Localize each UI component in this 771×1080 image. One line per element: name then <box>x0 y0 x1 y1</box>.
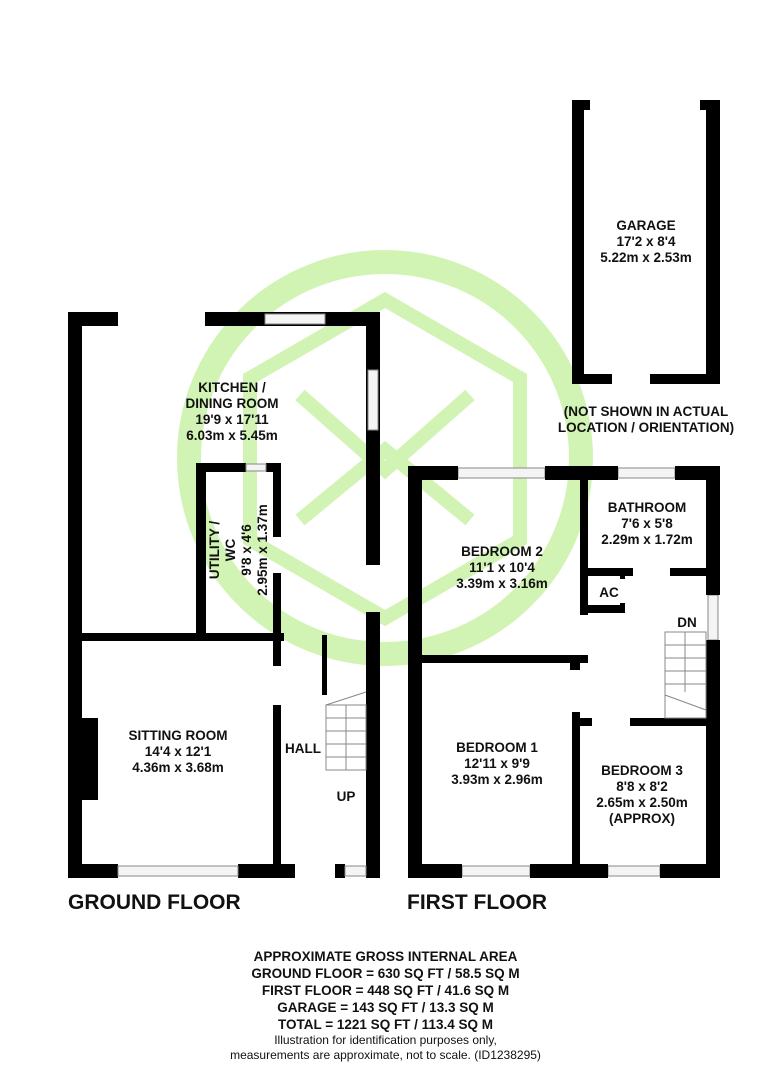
garage-walls <box>572 100 720 384</box>
room-name: SITTING ROOM <box>128 728 228 743</box>
room-name: BEDROOM 2 <box>461 544 543 559</box>
room-metric: 2.95m x 1.37m <box>255 504 270 596</box>
area-first: FIRST FLOOR = 448 SQ FT / 41.6 SQ M <box>261 983 510 998</box>
hall-label: HALL <box>285 741 321 756</box>
airing-cupboard-label: AC <box>599 585 619 600</box>
room-name: KITCHEN / <box>198 380 266 395</box>
room-metric: 6.03m x 5.45m <box>186 428 278 443</box>
room-metric: 2.65m x 2.50m <box>596 795 688 810</box>
note-line: (NOT SHOWN IN ACTUAL <box>563 404 729 419</box>
disclaimer: measurements are approximate, not to sca… <box>230 1048 541 1062</box>
area-ground: GROUND FLOOR = 630 SQ FT / 58.5 SQ M <box>251 966 520 981</box>
utility-wc-label: UTILITY / WC 9'8 x 4'6 2.95m x 1.37m <box>207 504 271 596</box>
kitchen-dining-room-label: KITCHEN / DINING ROOM 19'9 x 17'11 6.03m… <box>186 380 279 444</box>
room-imperial: 12'11 x 9'9 <box>464 756 530 771</box>
room-imperial: 14'4 x 12'1 <box>144 744 212 759</box>
room-metric: 5.22m x 2.53m <box>600 250 692 265</box>
garage-location-note: (NOT SHOWN IN ACTUAL LOCATION / ORIENTAT… <box>558 404 734 436</box>
room-name: DINING ROOM <box>185 396 279 411</box>
room-name: BEDROOM 1 <box>456 740 538 755</box>
bathroom-label: BATHROOM 7'6 x 5'8 2.29m x 1.72m <box>601 500 693 548</box>
ground-stairs <box>325 691 367 771</box>
area-heading: APPROXIMATE GROSS INTERNAL AREA <box>253 949 518 964</box>
area-garage: GARAGE = 143 SQ FT / 13.3 SQ M <box>277 1000 494 1015</box>
room-name: WC <box>223 538 238 562</box>
room-note: (APPROX) <box>608 811 676 826</box>
garage-label: GARAGE 17'2 x 8'4 5.22m x 2.53m <box>600 218 692 266</box>
ground-floor-title: GROUND FLOOR <box>68 891 241 914</box>
bedroom-3-label: BEDROOM 3 8'8 x 8'2 2.65m x 2.50m (APPRO… <box>596 763 688 827</box>
first-floor-title: FIRST FLOOR <box>407 891 547 914</box>
gross-area-summary: APPROXIMATE GROSS INTERNAL AREA GROUND F… <box>0 948 771 1063</box>
first-stairs <box>664 631 707 719</box>
room-imperial: 8'8 x 8'2 <box>616 779 668 794</box>
room-imperial: 9'8 x 4'6 <box>239 524 254 576</box>
room-imperial: 19'9 x 17'11 <box>195 412 269 427</box>
stairs-up-label: UP <box>336 789 356 804</box>
room-imperial: 7'6 x 5'8 <box>621 516 673 531</box>
sitting-room-label: SITTING ROOM 14'4 x 12'1 4.36m x 3.68m <box>129 728 228 776</box>
disclaimer: Illustration for identification purposes… <box>274 1033 497 1047</box>
bedroom-1-label: BEDROOM 1 12'11 x 9'9 3.93m x 2.96m <box>451 740 543 788</box>
room-metric: 3.39m x 3.16m <box>456 576 548 591</box>
room-metric: 4.36m x 3.68m <box>132 760 224 775</box>
note-line: LOCATION / ORIENTATION) <box>557 420 735 435</box>
room-metric: 2.29m x 1.72m <box>601 532 693 547</box>
room-metric: 3.93m x 2.96m <box>451 772 543 787</box>
watermark-logo <box>177 250 593 666</box>
room-imperial: 11'1 x 10'4 <box>469 560 535 575</box>
first-floor-walls <box>408 466 720 878</box>
room-name: UTILITY / <box>207 520 222 580</box>
room-imperial: 17'2 x 8'4 <box>616 234 676 249</box>
room-name: BEDROOM 3 <box>601 763 683 778</box>
stairs-down-label: DN <box>677 615 697 630</box>
bedroom-2-label: BEDROOM 2 11'1 x 10'4 3.39m x 3.16m <box>456 544 548 592</box>
area-total: TOTAL = 1221 SQ FT / 113.4 SQ M <box>278 1017 493 1032</box>
room-name: BATHROOM <box>607 500 687 515</box>
room-name: GARAGE <box>616 218 676 233</box>
